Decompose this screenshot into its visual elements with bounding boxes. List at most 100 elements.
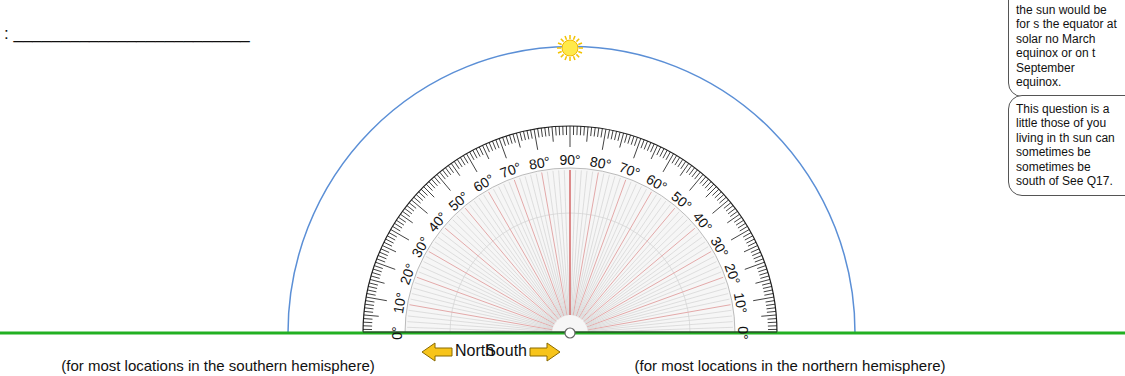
stroke — [486, 144, 490, 152]
stroke — [657, 147, 661, 155]
stroke — [728, 208, 735, 213]
stroke — [743, 233, 751, 237]
stroke — [454, 161, 459, 168]
stroke — [489, 142, 493, 150]
stroke — [766, 301, 775, 302]
stroke — [364, 315, 379, 316]
stroke — [414, 197, 421, 203]
stroke — [409, 305, 552, 330]
stroke — [584, 228, 695, 321]
stroke — [680, 163, 689, 175]
stroke — [700, 177, 706, 184]
stroke — [509, 135, 512, 144]
stroke — [572, 171, 587, 315]
stroke — [416, 194, 423, 200]
stroke — [631, 136, 634, 145]
stroke — [377, 259, 385, 262]
stroke — [364, 311, 373, 313]
stroke — [576, 54, 579, 57]
stroke — [465, 208, 558, 319]
stroke — [523, 131, 525, 140]
stroke — [545, 128, 546, 137]
stroke — [681, 161, 686, 168]
stroke — [531, 130, 533, 139]
stroke — [666, 152, 670, 160]
stroke — [587, 127, 588, 142]
protractor-inner — [405, 168, 735, 333]
stroke — [369, 283, 378, 285]
stroke — [559, 126, 560, 135]
stroke — [578, 43, 582, 45]
stroke — [570, 126, 571, 147]
stroke — [496, 140, 499, 148]
stroke — [566, 126, 567, 135]
stroke — [460, 157, 465, 165]
stroke — [706, 187, 717, 198]
stroke — [384, 242, 392, 246]
stroke — [413, 288, 552, 328]
stroke — [476, 149, 480, 157]
stroke — [516, 133, 520, 147]
stroke — [755, 259, 763, 262]
stroke — [379, 252, 387, 256]
stroke — [736, 220, 744, 225]
stroke — [541, 128, 542, 137]
stroke — [405, 208, 412, 213]
stroke — [752, 252, 760, 256]
stroke — [634, 137, 637, 146]
stroke — [557, 47, 561, 49]
stroke — [579, 47, 583, 49]
stroke — [573, 36, 575, 40]
stroke — [393, 226, 401, 231]
stroke — [583, 216, 684, 320]
stroke — [378, 255, 386, 258]
stroke — [527, 131, 529, 140]
stroke — [598, 128, 599, 137]
stroke — [581, 201, 666, 318]
scale-number: 80° — [528, 153, 552, 172]
stroke — [692, 170, 698, 177]
stroke — [451, 163, 460, 175]
stroke — [453, 220, 557, 321]
stroke — [762, 283, 771, 285]
stroke — [513, 134, 515, 143]
stroke — [561, 39, 564, 42]
stroke — [751, 249, 759, 253]
stroke — [499, 138, 506, 158]
note-box: This question is a little those of you l… — [1008, 95, 1125, 196]
stroke — [695, 172, 701, 179]
direction-label: South — [485, 342, 527, 360]
stroke — [409, 203, 416, 209]
stroke — [724, 203, 731, 209]
stroke — [763, 286, 772, 288]
stroke — [372, 272, 381, 275]
stroke — [757, 266, 766, 269]
stroke — [628, 135, 631, 144]
stroke — [594, 128, 595, 137]
stroke — [581, 205, 670, 319]
stroke — [445, 168, 450, 175]
protractor-body — [363, 126, 777, 333]
stroke — [479, 198, 560, 318]
stroke — [660, 149, 664, 157]
stroke — [578, 51, 582, 53]
stroke — [745, 262, 765, 269]
south-arrow — [530, 343, 560, 361]
stroke — [615, 131, 617, 140]
stroke — [571, 170, 581, 315]
stroke — [394, 223, 402, 228]
protractor-center — [565, 328, 575, 338]
ground-line — [0, 332, 1125, 335]
stroke — [608, 130, 610, 139]
stroke — [555, 127, 557, 136]
stroke — [570, 170, 571, 315]
protractor-radial-lines — [407, 170, 733, 333]
stroke — [647, 142, 651, 150]
stroke — [506, 136, 509, 145]
stroke — [587, 283, 725, 328]
stroke — [702, 179, 708, 186]
stroke — [457, 216, 558, 320]
stroke — [442, 233, 556, 322]
stroke — [371, 276, 380, 278]
stroke — [754, 255, 762, 258]
